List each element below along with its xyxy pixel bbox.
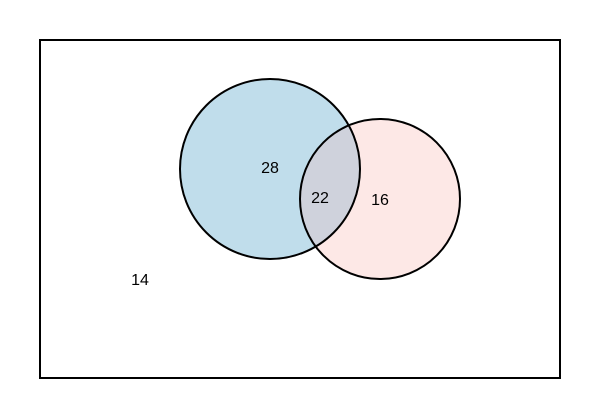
intersection-count: 22 <box>311 190 329 207</box>
set-b-only-count: 16 <box>371 192 389 209</box>
outside-count: 14 <box>131 272 149 289</box>
set-b-outline <box>299 118 461 280</box>
set-a-outline <box>179 78 361 260</box>
set-a-only-count: 28 <box>261 160 279 177</box>
